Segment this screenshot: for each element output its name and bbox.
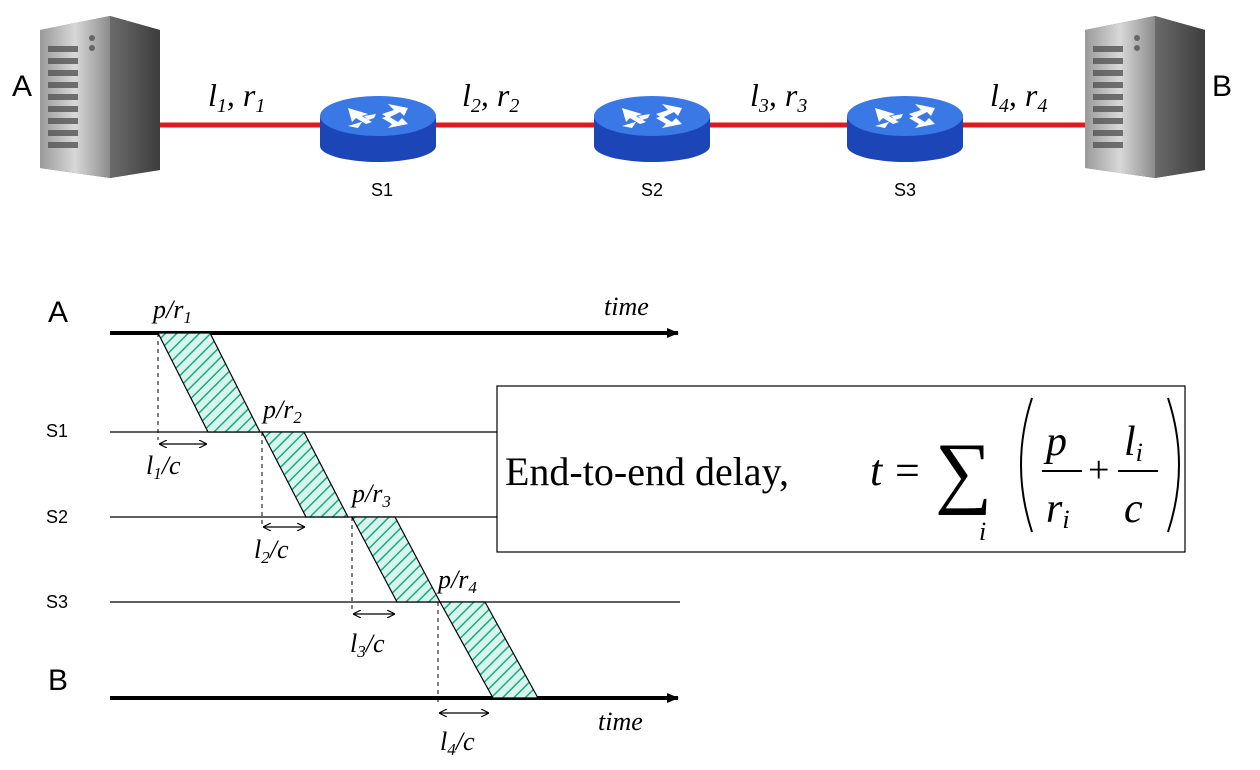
tx-label-3: p/r3 bbox=[350, 479, 391, 511]
right-paren bbox=[1167, 397, 1180, 533]
row-a-label: A bbox=[48, 296, 68, 329]
formula-box: End-to-end delay, t = ∑ i p ri + li c bbox=[496, 385, 1186, 553]
prop-arrows bbox=[160, 444, 488, 713]
formula-t: t bbox=[870, 446, 884, 495]
router-s2-icon bbox=[594, 96, 710, 162]
packet-segment-1 bbox=[157, 332, 261, 433]
formula-r: ri bbox=[1046, 486, 1070, 534]
formula-sum-icon: ∑ bbox=[935, 428, 992, 516]
server-b-icon bbox=[1085, 16, 1205, 178]
link-4-label: l4, r4 bbox=[990, 77, 1047, 117]
formula-equals: = bbox=[895, 446, 920, 495]
formula-frame bbox=[496, 385, 1186, 553]
router-s1-icon bbox=[320, 96, 436, 162]
row-b-label: B bbox=[48, 664, 68, 697]
switch-s3-label: S3 bbox=[894, 180, 916, 200]
prop-label-2: l2/c bbox=[254, 535, 289, 567]
link-1-label: l1, r1 bbox=[208, 77, 265, 117]
switch-s2-label: S2 bbox=[641, 180, 663, 200]
prop-label-3: l3/c bbox=[350, 629, 385, 661]
prop-label-4: l4/c bbox=[440, 727, 475, 759]
tx-label-2: p/r2 bbox=[261, 395, 302, 427]
formula-l: li bbox=[1124, 419, 1143, 467]
formula-index: i bbox=[979, 517, 986, 546]
time-label-top: time bbox=[604, 292, 649, 321]
row-s3-label: S3 bbox=[46, 592, 68, 612]
packet-segment-4 bbox=[438, 601, 540, 699]
prop-label-1: l1/c bbox=[146, 451, 181, 483]
link-2-label: l2, r2 bbox=[462, 77, 519, 117]
packet-segment-3 bbox=[351, 516, 441, 603]
packet-segment-2 bbox=[261, 431, 349, 518]
row-s1-label: S1 bbox=[46, 421, 68, 441]
time-label-bottom: time bbox=[598, 707, 643, 736]
router-s3-icon bbox=[847, 96, 963, 162]
formula-plus: + bbox=[1088, 449, 1109, 491]
row-s2-label: S2 bbox=[46, 507, 68, 527]
tx-label-1: p/r1 bbox=[151, 295, 192, 327]
host-a-label: A bbox=[12, 70, 32, 103]
link-3-label: l3, r3 bbox=[750, 77, 807, 117]
switch-s1-label: S1 bbox=[371, 180, 393, 200]
guide-lines bbox=[157, 333, 439, 706]
formula-caption: End-to-end delay, bbox=[505, 449, 789, 494]
server-a-icon bbox=[40, 16, 160, 178]
left-paren bbox=[1020, 397, 1033, 533]
formula-p: p bbox=[1043, 419, 1067, 465]
host-b-label: B bbox=[1212, 70, 1232, 103]
network-topology: A B S1 S2 S3 l1, r1 l2, r2 l3, r3 l4, r4 bbox=[12, 16, 1232, 200]
timing-diagram: A S1 S2 S3 B time time p/r1 p/r2 p/r3 bbox=[46, 292, 680, 759]
tx-label-4: p/r4 bbox=[436, 565, 477, 597]
formula-c: c bbox=[1124, 486, 1143, 532]
